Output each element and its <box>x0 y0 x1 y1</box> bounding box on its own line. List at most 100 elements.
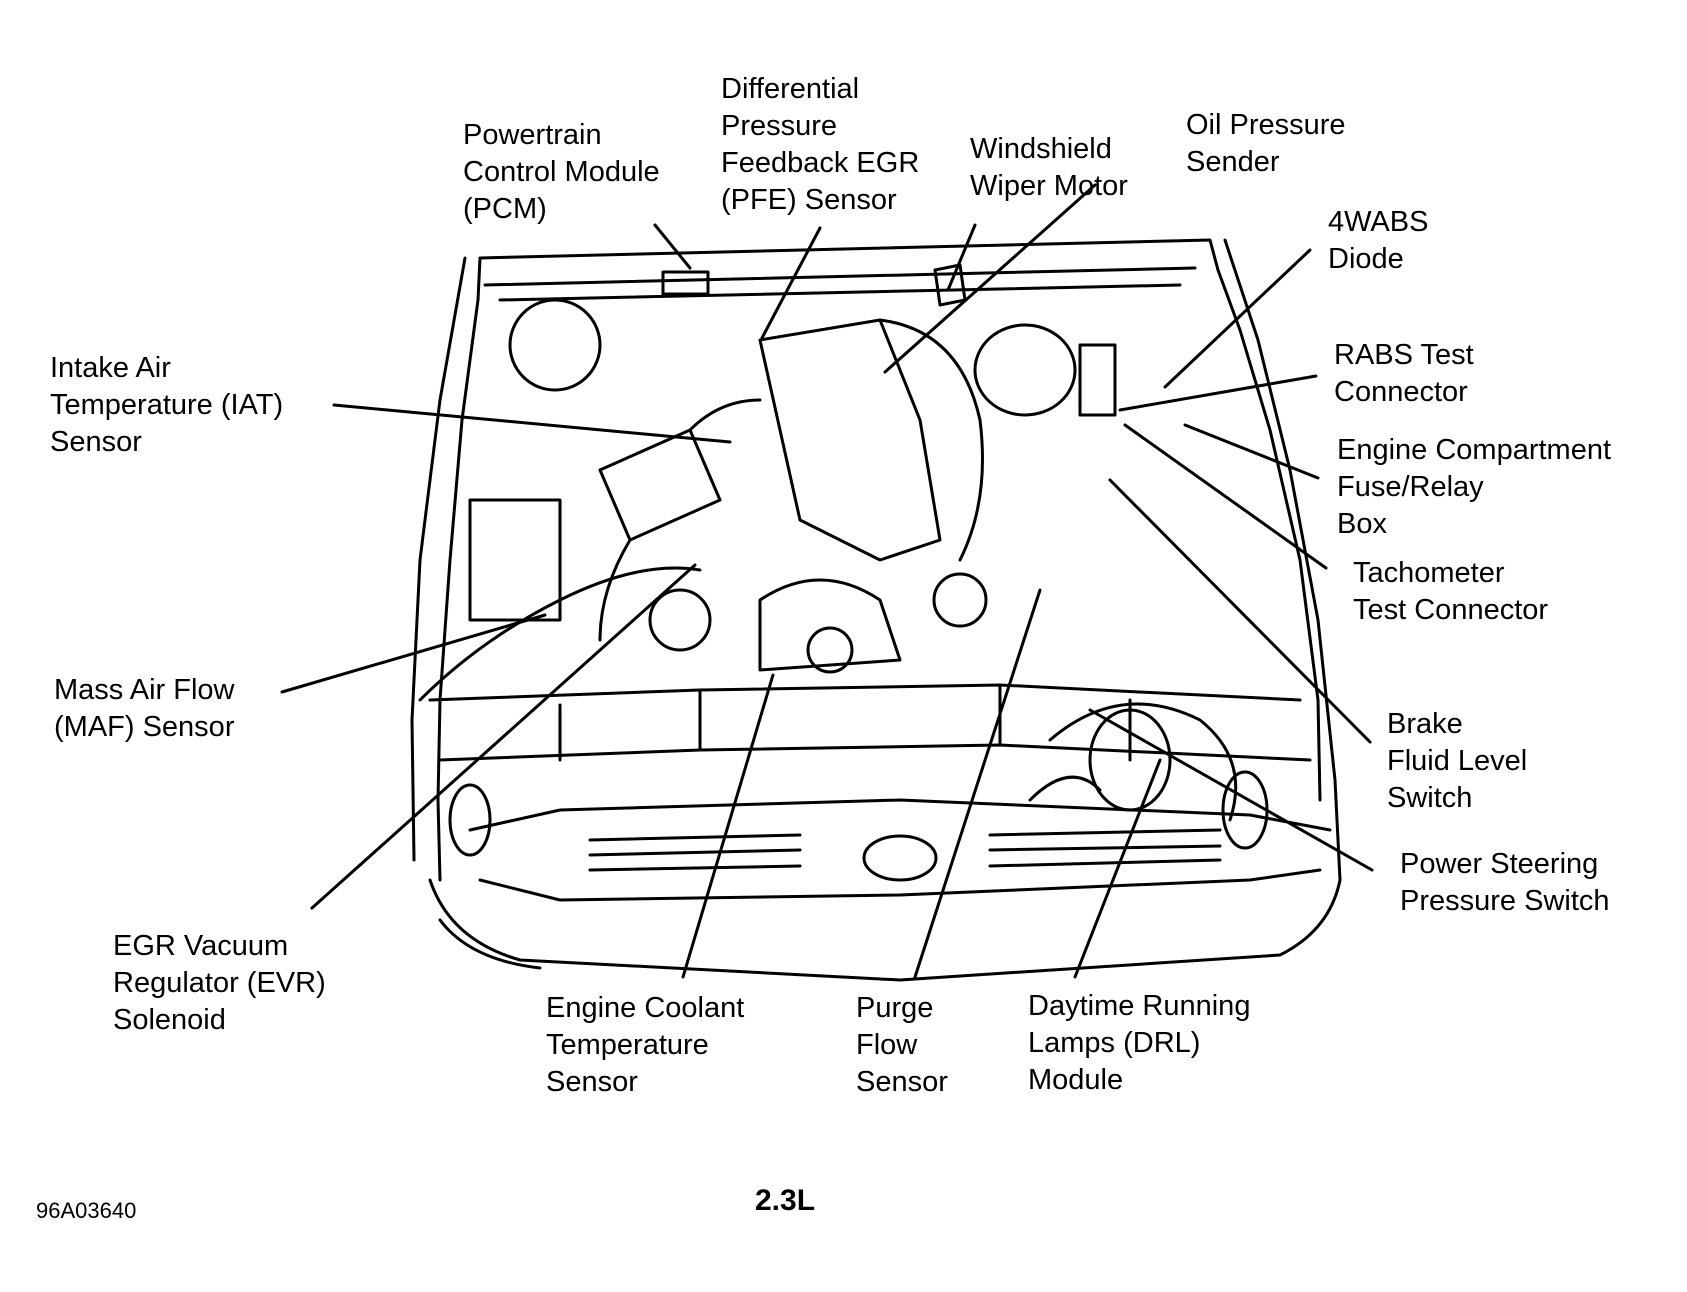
label-drl: Daytime Running Lamps (DRL) Module <box>1028 988 1250 1099</box>
leader-ps <box>1088 708 1374 872</box>
label-line: Control Module <box>463 156 660 188</box>
label-line: Test Connector <box>1353 594 1549 626</box>
intake-manifold <box>878 318 984 562</box>
label-line: Intake Air <box>50 352 171 384</box>
alternator <box>648 588 712 652</box>
label-line: Differential <box>721 73 860 105</box>
headlamp-left <box>448 783 492 857</box>
label-line: Regulator (EVR) <box>113 967 326 999</box>
label-line: Purge <box>856 992 934 1024</box>
label-line: Switch <box>1387 782 1473 814</box>
grille-bottom <box>478 868 1322 902</box>
label-iat: Intake Air Temperature (IAT) Sensor <box>50 350 283 461</box>
label-line: Temperature <box>546 1029 709 1061</box>
label-line: EGR Vacuum <box>113 930 289 962</box>
fuse-relay-box <box>1078 343 1117 417</box>
battery <box>468 498 562 622</box>
leader-pcm <box>653 223 692 270</box>
label-line: Windshield <box>970 133 1112 165</box>
label-oil: Oil Pressure Sender <box>1186 107 1346 181</box>
label-line: Engine Coolant <box>546 992 745 1024</box>
cowl <box>483 266 1197 287</box>
leader-fuse <box>1183 423 1320 480</box>
leader-pfe <box>760 226 822 340</box>
label-ect: Engine Coolant Temperature Sensor <box>546 990 744 1101</box>
label-line: Connector <box>1334 376 1468 408</box>
label-line: Power Steering <box>1400 848 1599 880</box>
label-tach: Tachometer Test Connector <box>1353 555 1548 629</box>
radiator-support-lower <box>438 743 1312 762</box>
label-line: Lamps (DRL) <box>1028 1027 1201 1059</box>
engine-size-title: 2.3L <box>755 1184 816 1217</box>
label-maf: Mass Air Flow (MAF) Sensor <box>54 672 234 746</box>
label-line: Wiper Motor <box>970 170 1128 202</box>
brake-booster-left <box>508 298 602 392</box>
fender-right-outer <box>1223 238 1342 882</box>
cowl-inner <box>498 283 1182 302</box>
label-line: Module <box>1028 1064 1124 1096</box>
radiator-support <box>428 683 1302 702</box>
hood-outline <box>478 238 1322 802</box>
wiring-harness-right <box>1028 702 1238 822</box>
label-pcm: Powertrain Control Module (PCM) <box>463 117 660 228</box>
grille-emblem <box>862 834 938 882</box>
label-fuse: Engine Compartment Fuse/Relay Box <box>1337 432 1611 543</box>
leader-tach <box>1123 423 1328 570</box>
leader-rabs <box>1118 374 1318 412</box>
label-line: (PFE) Sensor <box>721 184 897 216</box>
label-pfe: Differential Pressure Feedback EGR (PFE)… <box>721 71 919 219</box>
leader-maf <box>280 613 547 694</box>
label-line: Sender <box>1186 146 1280 178</box>
air-filter <box>598 428 722 542</box>
fender-left <box>436 256 482 882</box>
crank-pulley <box>806 626 854 674</box>
figure-code: 96A03640 <box>36 1198 137 1223</box>
headlamp-right <box>1221 770 1269 850</box>
label-line: Daytime Running <box>1028 990 1251 1022</box>
label-line: 4WABS <box>1328 206 1429 238</box>
drl-module <box>1088 708 1172 812</box>
label-line: Fluid Level <box>1387 745 1528 777</box>
label-line: RABS Test <box>1334 339 1474 371</box>
label-ps: Power Steering Pressure Switch <box>1400 846 1610 920</box>
leader-evr <box>310 563 697 910</box>
core-support <box>558 683 1132 762</box>
grille-slats <box>588 828 1222 872</box>
leader-oil <box>883 183 1097 374</box>
label-line: Solenoid <box>113 1004 226 1036</box>
fender-left-outer <box>410 256 467 862</box>
label-line: Temperature (IAT) <box>50 389 284 421</box>
label-line: Flow <box>856 1029 918 1061</box>
pcm-module <box>661 270 710 296</box>
timing-cover <box>758 578 902 672</box>
label-line: Mass Air Flow <box>54 674 235 706</box>
label-line: Sensor <box>856 1066 948 1098</box>
label-line: Oil Pressure <box>1186 109 1346 141</box>
label-line: Brake <box>1387 708 1463 740</box>
label-purge: Purge Flow Sensor <box>856 990 948 1101</box>
label-line: Powertrain <box>463 119 602 151</box>
label-brake: Brake Fluid Level Switch <box>1387 706 1527 817</box>
grille-frame <box>468 798 1332 832</box>
label-line: Fuse/Relay <box>1337 471 1484 503</box>
label-line: (MAF) Sensor <box>54 711 235 743</box>
leader-brake <box>1108 478 1372 744</box>
leader-4wabs <box>1163 248 1312 389</box>
valve-cover <box>758 318 942 562</box>
label-line: Pressure <box>721 110 838 142</box>
wiring-harness-left <box>418 566 702 702</box>
front-bumper <box>428 878 1342 982</box>
label-line: Box <box>1337 508 1387 540</box>
label-line: (PCM) <box>463 193 547 225</box>
label-evr: EGR Vacuum Regulator (EVR) Solenoid <box>113 928 326 1039</box>
leader-iat <box>332 403 732 444</box>
label-line: Feedback EGR <box>721 147 920 179</box>
leader-ect <box>681 673 775 979</box>
label-line: Sensor <box>50 426 142 458</box>
leader-wiper <box>946 223 977 292</box>
intake-duct <box>598 398 762 642</box>
label-line: Diode <box>1328 243 1404 275</box>
ps-pump <box>932 572 988 628</box>
front-bumper-lower <box>438 918 542 970</box>
